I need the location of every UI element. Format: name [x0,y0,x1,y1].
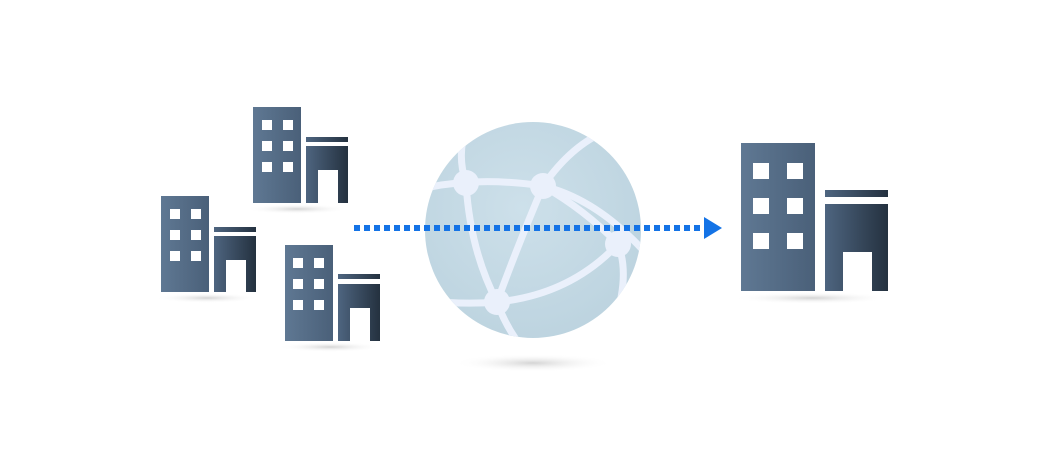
building-annex-roof [338,274,380,279]
building-tower [161,196,209,292]
globe-nodes [453,170,631,315]
building-left [155,196,259,303]
building-door [350,308,370,341]
building-bottom [278,245,382,352]
building-windows [262,120,293,172]
building-shadow [245,204,349,214]
building-annex-roof [214,227,256,232]
building-tower [741,143,815,291]
building-tower [253,107,301,203]
building-annex-roof [306,137,348,142]
building-windows [170,209,201,261]
globe-network-icon [425,122,641,372]
building-door [318,170,338,203]
building-destination [732,143,892,304]
globe-body [425,122,641,338]
arrow-head [704,217,722,239]
building-shadow [278,342,382,352]
globe-shadow [453,354,613,372]
building-windows [293,258,324,310]
building-windows [753,163,803,249]
connection-arrow [354,217,722,239]
building-tower [285,245,333,341]
building-shadow [155,293,259,303]
building-annex-roof [825,190,888,197]
building-door [843,252,872,291]
building-door [226,260,246,292]
building-top [245,107,349,214]
building-shadow [732,292,892,304]
